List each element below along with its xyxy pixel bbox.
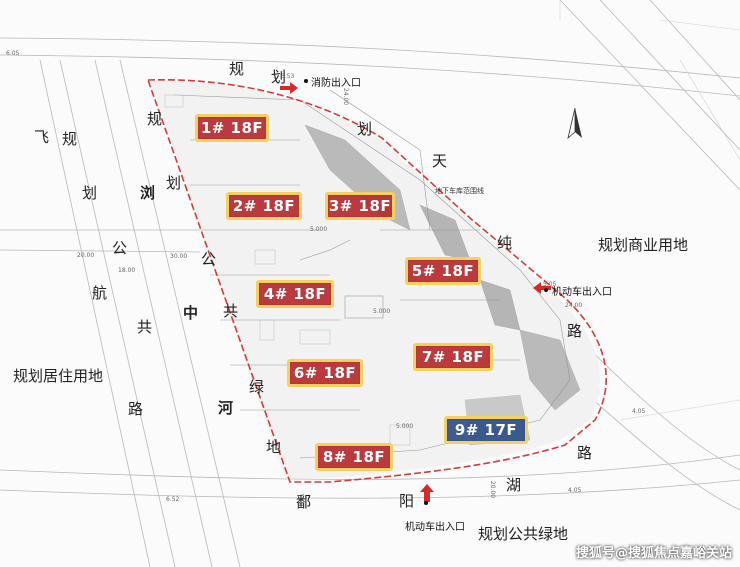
road-char: 规 [62, 130, 78, 148]
dim-label: 6.05 [6, 50, 20, 57]
dim-label: 18.00 [118, 267, 136, 274]
south-entrance-marker [424, 501, 428, 505]
fire-entrance-marker [304, 79, 308, 83]
river-char: 地 [266, 438, 282, 456]
road-char: 划 [357, 120, 373, 138]
river-name-char: 浏 [140, 184, 156, 202]
river-char: 公 [201, 250, 217, 268]
building-6: 6# 18F [287, 359, 363, 387]
road-char: 鄱 [296, 493, 312, 511]
road-char: 航 [92, 284, 108, 302]
river-name-char: 河 [218, 399, 234, 417]
dim-label: 24.00 [342, 87, 350, 106]
east-entrance-marker [544, 288, 548, 292]
east-vehicle-entrance-label: 机动车出入口 [552, 287, 612, 298]
fire-entrance-label: 消防出入口 [311, 78, 361, 89]
dim-label: 5.000 [373, 308, 391, 315]
east-vehicle-entrance-arrow-icon [533, 282, 551, 294]
river-char: 划 [166, 174, 182, 192]
road-char: 划 [82, 184, 98, 202]
river-char: 共 [223, 302, 239, 320]
road-char: 路 [567, 322, 583, 340]
building-8: 8# 18F [315, 443, 393, 471]
road-char: 共 [137, 318, 153, 336]
dim-label: 4.05 [568, 487, 582, 494]
commercial-zone-label: 规划商业用地 [598, 236, 689, 254]
dim-label: 20.00 [77, 252, 95, 259]
residential-zone-label: 规划居住用地 [13, 367, 104, 385]
road-char: 湖 [506, 476, 522, 494]
south-vehicle-entrance-arrow-icon [420, 484, 434, 502]
building-3: 3# 18F [325, 192, 395, 220]
south-vehicle-entrance-label: 机动车出入口 [405, 522, 465, 533]
dim-label: 5.000 [396, 423, 414, 430]
road-char: 路 [577, 444, 593, 462]
river-char: 规 [147, 110, 163, 128]
road-char: 阳 [399, 492, 415, 510]
dim-label: 4.05 [632, 408, 646, 415]
road-char: 路 [128, 400, 144, 418]
road-char: 飞 [34, 128, 50, 146]
road-char: 纯 [497, 234, 513, 252]
building-2: 2# 18F [226, 192, 302, 220]
river-name-char: 中 [183, 304, 199, 322]
green-zone-label: 规划公共绿地 [478, 525, 569, 543]
road-char: 规 [229, 60, 245, 78]
dim-label: 24.00 [565, 302, 583, 309]
road-char: 公 [112, 239, 128, 257]
watermark: 搜狐号@搜狐焦点嘉峪关站 [575, 546, 732, 561]
building-9: 9# 17F [444, 416, 528, 444]
building-7: 7# 18F [413, 343, 493, 371]
road-char: 划 [271, 68, 287, 86]
building-5: 5# 18F [405, 257, 481, 285]
fire-entrance-arrow-icon [280, 82, 298, 94]
building-1: 1# 18F [195, 114, 269, 142]
river-char: 绿 [249, 378, 265, 396]
building-4: 4# 18F [256, 280, 334, 308]
dim-label: 6.52 [166, 496, 180, 503]
dim-label: 5.05 [543, 281, 557, 288]
dim-label: 30.00 [170, 253, 188, 260]
dim-label: 20.00 [489, 480, 497, 499]
garage-boundary-label: 地下车库范围线 [435, 187, 484, 195]
dim-label: 5.000 [310, 226, 328, 233]
road-char: 天 [432, 152, 448, 170]
dim-label: 5.53 [281, 73, 295, 80]
north-arrow-icon [567, 108, 582, 140]
